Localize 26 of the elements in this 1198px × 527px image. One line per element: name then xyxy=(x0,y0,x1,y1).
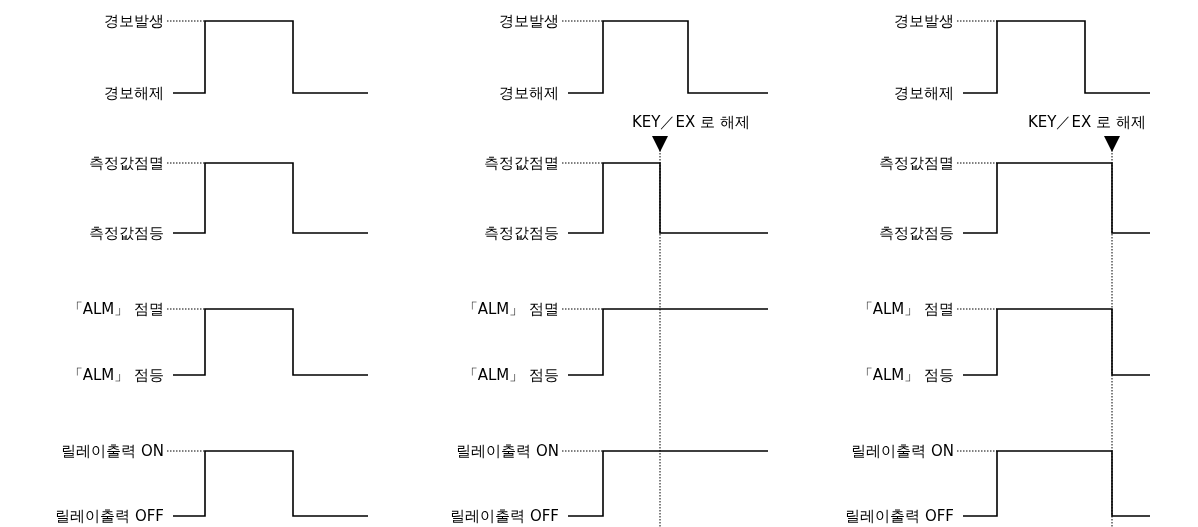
signal-level-label: 측정값점등 xyxy=(484,224,559,242)
signal-level-label: 릴레이출력 OFF xyxy=(55,507,164,525)
signal-level-label: 경보발생 xyxy=(499,12,559,30)
signal-level-label: 측정값점등 xyxy=(89,224,164,242)
signal-level-label: 릴레이출력 ON xyxy=(851,442,954,460)
signal-level-label: 「ALM」 점등 xyxy=(462,366,559,384)
signal-level-label: 「ALM」 점멸 xyxy=(857,300,954,318)
signal-level-label: 릴레이출력 ON xyxy=(61,442,164,460)
signal-level-label: 경보해제 xyxy=(894,84,954,102)
signal-level-label: 측정값점등 xyxy=(879,224,954,242)
signal-level-label: 측정값점멸 xyxy=(879,154,954,172)
signal-level-label: 경보발생 xyxy=(894,12,954,30)
signal-level-label: 경보발생 xyxy=(104,12,164,30)
signal-level-label: 경보해제 xyxy=(104,84,164,102)
signal-level-label: 「ALM」 점멸 xyxy=(67,300,164,318)
signal-level-label: 릴레이출력 OFF xyxy=(845,507,954,525)
signal-level-label: 릴레이출력 OFF xyxy=(450,507,559,525)
signal-level-label: 「ALM」 점멸 xyxy=(462,300,559,318)
release-note: KEY／EX 로 해제 xyxy=(1028,113,1146,131)
signal-level-label: 릴레이출력 ON xyxy=(456,442,559,460)
signal-level-label: 경보해제 xyxy=(499,84,559,102)
signal-level-label: 「ALM」 점등 xyxy=(67,366,164,384)
signal-level-label: 측정값점멸 xyxy=(484,154,559,172)
signal-level-label: 측정값점멸 xyxy=(89,154,164,172)
release-note: KEY／EX 로 해제 xyxy=(632,113,750,131)
signal-level-label: 「ALM」 점등 xyxy=(857,366,954,384)
